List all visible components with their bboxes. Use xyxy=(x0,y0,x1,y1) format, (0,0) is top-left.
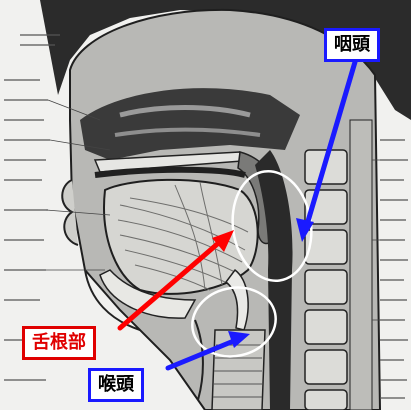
spinal-canal xyxy=(350,120,372,410)
tongue-base-label: 舌根部 xyxy=(22,326,96,360)
vertebra xyxy=(305,270,347,304)
pharynx-label-text: 咽頭 xyxy=(334,34,370,55)
vertebra xyxy=(305,350,347,384)
tongue-base-label-text: 舌根部 xyxy=(32,332,86,353)
larynx-label-text: 喉頭 xyxy=(98,374,134,395)
larynx-label: 喉頭 xyxy=(88,368,144,402)
pharynx-label: 咽頭 xyxy=(324,28,380,62)
vertebra xyxy=(305,310,347,344)
vertebra xyxy=(305,390,347,410)
